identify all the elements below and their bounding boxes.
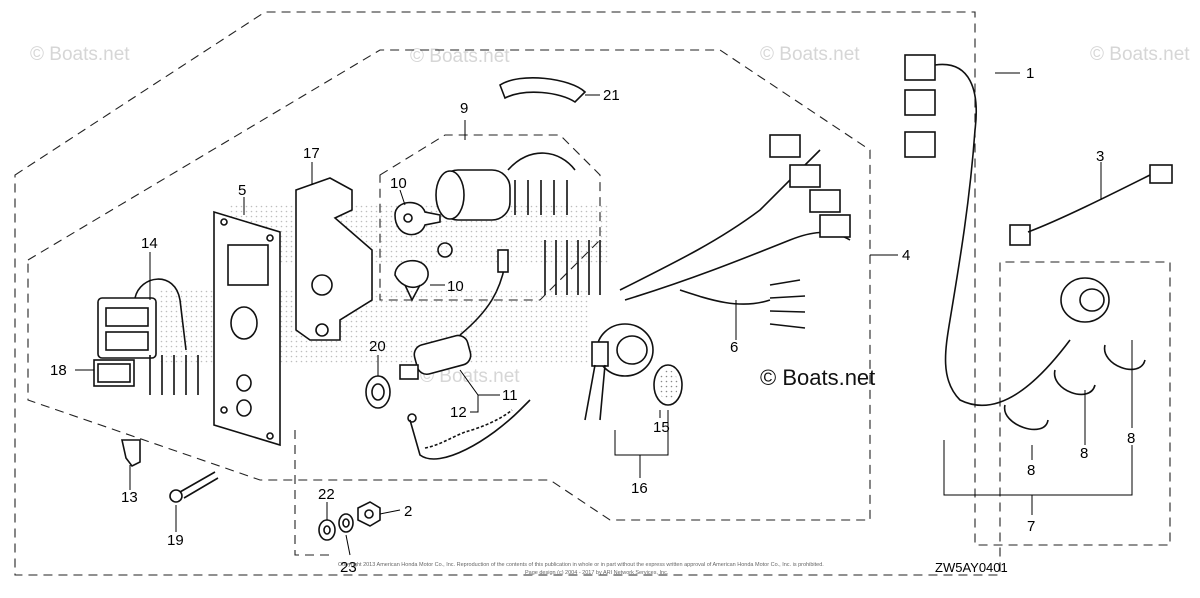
buzzer-cover [653,364,683,406]
callout-1: 1 [1026,65,1034,82]
callout-21: 21 [603,87,620,104]
group-bracket [943,440,1133,496]
callout-23: 23 [340,559,357,576]
nut [357,501,381,527]
callout-8: 8 [1027,462,1035,479]
group-bracket [614,410,669,456]
callout-10: 10 [390,175,407,192]
callout-8: 8 [1080,445,1088,462]
watermark-text: © Boats.net [30,44,130,65]
clip [121,439,141,468]
callout-15: 15 [653,419,670,436]
callout-14: 14 [141,235,158,252]
stop-switch [399,249,531,460]
callout-20: 20 [369,338,386,355]
washer [318,519,336,541]
key-nut [437,242,453,258]
inner-group-outline [27,49,871,521]
ignition-key [394,201,441,236]
ignition-key-spare [394,259,429,302]
callout-17: 17 [303,145,320,162]
callout-11: 11 [502,387,518,404]
ignition-switch [435,152,576,221]
mounting-plate [213,210,281,447]
outer-group-outline [14,11,1171,576]
watermark-text: © Boats.net [760,44,860,65]
callout-5: 5 [238,182,246,199]
watermark-text: © Boats.net [420,366,520,387]
emergency-switch [93,278,199,395]
callout-10: 10 [447,278,464,295]
grommet [365,375,391,409]
callout-8: 8 [1127,430,1135,447]
callout-2: 2 [404,503,412,520]
sub-harness [904,54,1110,406]
callout-4: 4 [902,247,910,264]
callout-12: 12 [450,404,467,421]
copyright-line: Page design (c) 2004 - 2017 by ARI Netwo… [525,570,669,576]
screw [169,471,219,503]
callout-9: 9 [460,100,468,117]
watermark-text: © Boats.net [1090,44,1190,65]
watermark-text: © Boats.net [410,46,510,67]
diagram-code: ZW5AY0401 [935,560,1008,575]
callout-18: 18 [50,362,67,379]
harness-clamp [1004,344,1146,431]
extension-cord [1009,164,1173,246]
buzzer [584,323,654,421]
callout-19: 19 [167,532,184,549]
callout-22: 22 [318,486,335,503]
inner-link-outline [294,430,330,556]
callout-7: 7 [1027,518,1035,535]
copyright-line: Copyright 2013 American Honda Motor Co.,… [338,562,824,568]
watermark-strong: © Boats.net [760,365,875,390]
callout-3: 3 [1096,148,1104,165]
leader-lines [75,72,1133,556]
cable-band [499,77,587,104]
main-harness [544,134,851,329]
callout-6: 6 [730,339,738,356]
callout-16: 16 [631,480,648,497]
lock-washer [338,513,354,533]
bracket [295,177,373,341]
callout-13: 13 [121,489,138,506]
